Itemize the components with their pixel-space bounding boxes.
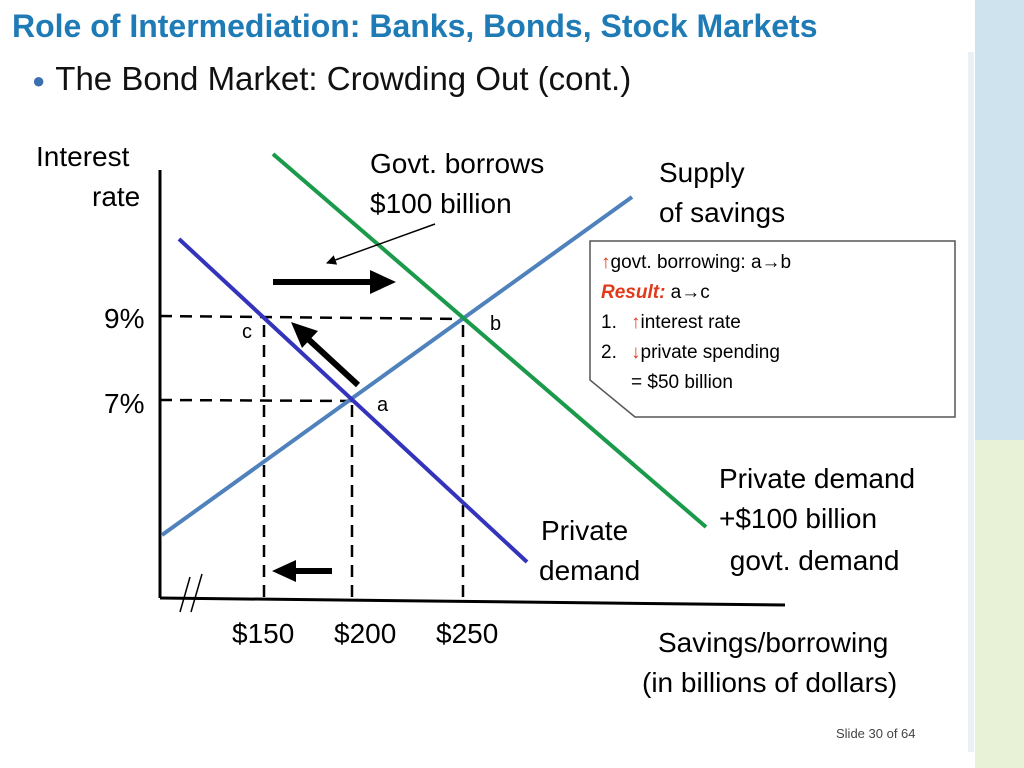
move-up-arrow xyxy=(304,335,361,388)
callout-line-2-text: a→c xyxy=(665,282,710,303)
govt-label-line1: Govt. borrows xyxy=(370,148,545,179)
total-demand-curve xyxy=(271,152,708,529)
list-number-2: 2. xyxy=(601,342,617,363)
supply-label-line2: of savings xyxy=(659,197,786,228)
callout-line-3: 1. ↑interest rate xyxy=(601,308,791,338)
callout-line-1-text: govt. borrowing: a→b xyxy=(610,252,792,273)
up-arrow-icon: ↑ xyxy=(601,252,611,273)
y-tick-9pct: 9% xyxy=(104,303,145,334)
private-demand-label-line1: Private xyxy=(541,515,629,546)
shift-left-arrowhead xyxy=(272,560,296,582)
x-axis-label-line1: Savings/borrowing xyxy=(658,627,889,658)
bullet-text: The Bond Market: Crowding Out (cont.) xyxy=(55,60,632,97)
up-arrow-icon: ↑ xyxy=(631,312,641,333)
callout-line-3-text: interest rate xyxy=(640,312,741,333)
total-demand-label-line1: Private demand xyxy=(719,463,916,494)
callout-text: ↑govt. borrowing: a→b Result: a→c 1.↑int… xyxy=(601,248,791,398)
decorative-band-top xyxy=(975,0,1024,440)
total-demand-label-line3: govt. demand xyxy=(722,545,900,576)
govt-label-line2: $100 billion xyxy=(370,188,512,219)
private-demand-label-line2: demand xyxy=(539,555,641,586)
result-callout: ↑govt. borrowing: a→b Result: a→c 1.↑int… xyxy=(589,240,957,418)
axis-break-mark xyxy=(190,573,203,613)
callout-line-2: Result: a→c xyxy=(601,278,791,308)
decorative-band-bottom xyxy=(975,440,1024,768)
private-demand-curve xyxy=(177,237,529,564)
down-arrow-icon: ↓ xyxy=(631,342,641,363)
govt-pointer-arrow xyxy=(326,223,436,265)
supply-label-line1: Supply xyxy=(659,157,745,188)
slide-title: Role of Intermediation: Banks, Bonds, St… xyxy=(12,8,818,44)
guide-7pct xyxy=(159,398,355,403)
list-number-1: 1. xyxy=(601,312,617,333)
point-a-label: a xyxy=(377,394,389,416)
decorative-rule xyxy=(968,52,974,752)
x-tick-250: $250 xyxy=(436,618,499,649)
supply-curve xyxy=(160,195,634,537)
callout-line-1: ↑govt. borrowing: a→b xyxy=(601,248,791,278)
total-demand-label-line2: +$100 billion xyxy=(719,503,878,534)
guide-9pct xyxy=(159,314,466,321)
x-axis xyxy=(159,596,786,607)
move-up-arrowhead xyxy=(291,322,318,348)
y-axis-label-line1: Interest xyxy=(36,141,130,172)
shift-right-arrowhead xyxy=(370,270,396,294)
point-b-label: b xyxy=(490,313,502,335)
bullet-item: ● The Bond Market: Crowding Out (cont.) xyxy=(32,60,631,98)
x-tick-150: $150 xyxy=(232,618,295,649)
result-label: Result: xyxy=(601,282,666,303)
slide-number: Slide 30 of 64 xyxy=(836,726,916,741)
axis-break-mark xyxy=(179,576,191,613)
callout-line-5-text: = $50 billion xyxy=(631,372,733,393)
callout-border xyxy=(589,240,956,418)
x-axis-label-line2: (in billions of dollars) xyxy=(642,667,898,698)
y-axis-label-line2: rate xyxy=(92,181,141,212)
callout-line-5: = $50 billion xyxy=(601,368,791,398)
y-tick-7pct: 7% xyxy=(104,388,145,419)
x-tick-200: $200 xyxy=(334,618,397,649)
bullet-dot-icon: ● xyxy=(32,68,46,94)
point-c-label: c xyxy=(242,321,252,343)
callout-line-4-text: private spending xyxy=(640,342,780,363)
callout-line-4: 2. ↓private spending xyxy=(601,338,791,368)
